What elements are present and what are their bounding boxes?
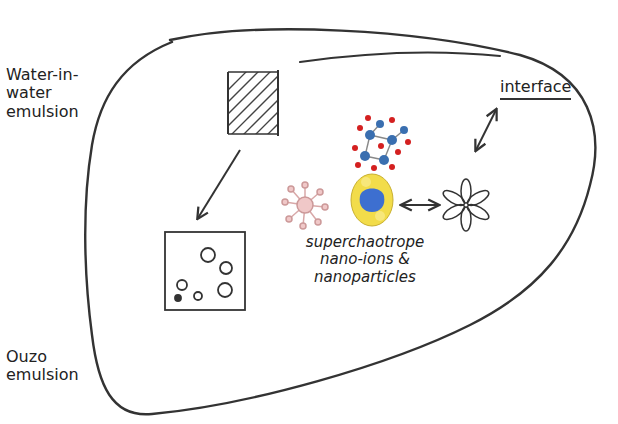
interface-arrow	[476, 110, 496, 150]
boron-cluster	[282, 182, 328, 229]
loop-outline	[85, 29, 595, 414]
species-label: superchaotrope nano-ions & nanoparticles	[290, 234, 440, 286]
hatched-square	[218, 60, 294, 142]
side-label: Ouzo emulsion	[6, 348, 88, 385]
flower-sketch	[441, 179, 491, 231]
cyclodextrin-model	[351, 174, 393, 226]
label-slot: Ouzo emulsion	[6, 348, 88, 385]
label-slot: superchaotrope nano-ions & nanoparticles	[290, 234, 440, 286]
label-slot: Water-in-water emulsion	[6, 66, 88, 121]
label-slot: interface	[500, 78, 580, 100]
cluster-molecule	[352, 115, 411, 171]
loop-overstroke	[300, 53, 500, 62]
host-guest-arrow	[402, 204, 438, 206]
droplet-square	[165, 232, 245, 310]
interface-label: interface	[500, 78, 571, 100]
side-label: Water-in-water emulsion	[6, 66, 88, 121]
transition-arrow	[198, 150, 240, 218]
